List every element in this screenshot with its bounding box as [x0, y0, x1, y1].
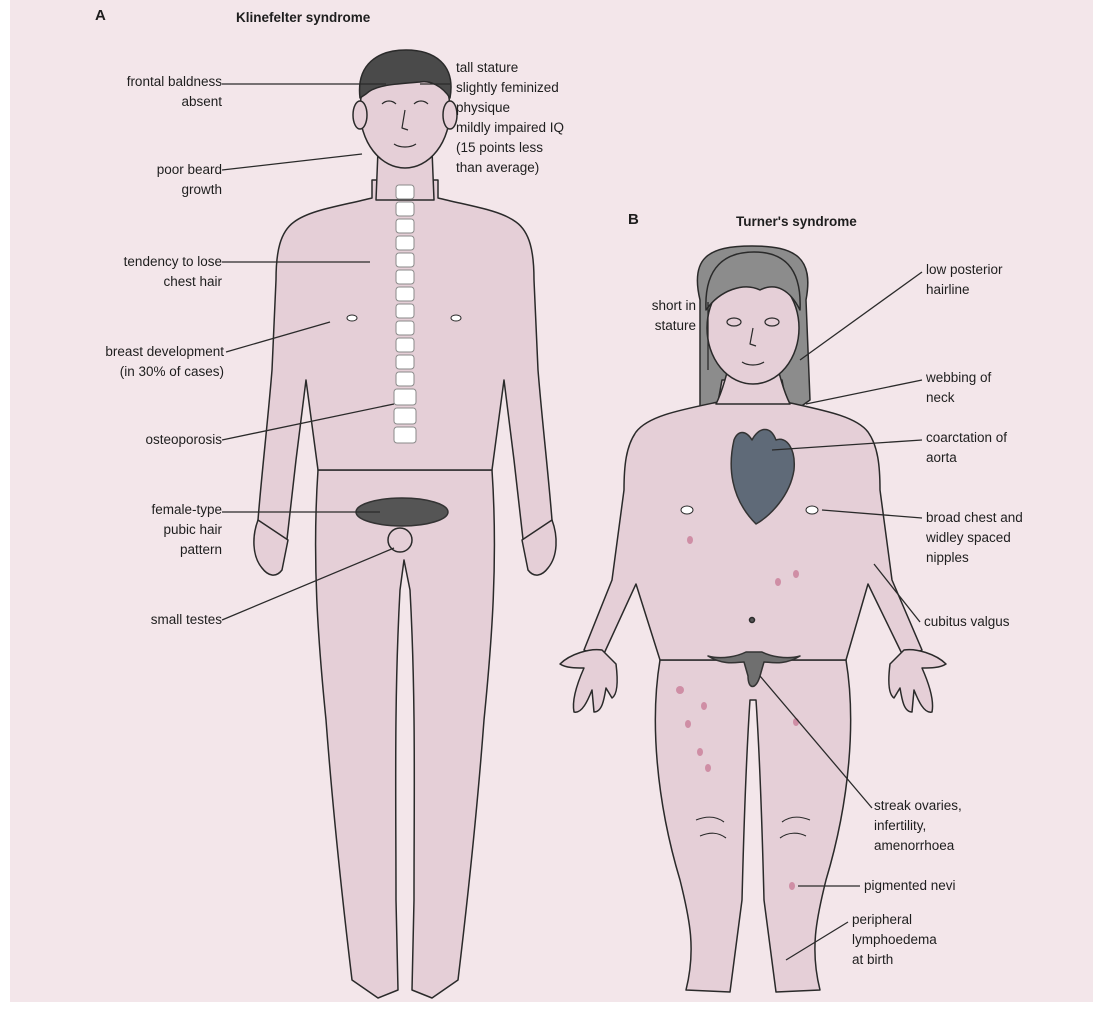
- panel-b-letter: B: [628, 210, 639, 230]
- leader-poor-beard: [222, 154, 362, 170]
- label-low-hairline: low posterior hairline: [926, 260, 1003, 300]
- leader-low-hairline: [800, 272, 922, 360]
- label-chest-hair: tendency to lose chest hair: [50, 252, 222, 292]
- label-pubic-hair: female-type pubic hair pattern: [50, 500, 222, 560]
- panel-b-title: Turner's syndrome: [736, 212, 857, 232]
- label-cubitus-valgus: cubitus valgus: [924, 612, 1010, 632]
- label-tall-stature: tall stature slightly feminized physique…: [456, 58, 564, 178]
- female-left-hand: [560, 650, 617, 713]
- label-breast-development: breast development (in 30% of cases): [30, 342, 224, 382]
- panel-a-letter: A: [95, 6, 106, 26]
- label-broad-chest: broad chest and widley spaced nipples: [926, 508, 1023, 568]
- male-right-ear: [443, 101, 457, 129]
- female-legs: [655, 660, 850, 992]
- leader-webbing-neck: [806, 380, 922, 404]
- label-short-stature: short in stature: [612, 296, 696, 336]
- label-lymphoedema: peripheral lymphoedema at birth: [852, 910, 937, 970]
- panel-a-title: Klinefelter syndrome: [236, 8, 370, 28]
- label-osteoporosis: osteoporosis: [50, 430, 222, 450]
- male-left-ear: [353, 101, 367, 129]
- label-small-testes: small testes: [50, 610, 222, 630]
- label-streak-ovaries: streak ovaries, infertility, amenorrhoea: [874, 796, 962, 856]
- label-poor-beard: poor beard growth: [50, 160, 222, 200]
- label-coarctation: coarctation of aorta: [926, 428, 1007, 468]
- spine: [394, 185, 416, 443]
- male-figure: [254, 50, 556, 998]
- label-webbing-neck: webbing of neck: [926, 368, 991, 408]
- label-frontal-baldness: frontal baldness absent: [50, 72, 222, 112]
- label-pigmented-nevi: pigmented nevi: [864, 876, 956, 896]
- female-navel: [750, 618, 755, 623]
- female-right-hand: [889, 650, 946, 713]
